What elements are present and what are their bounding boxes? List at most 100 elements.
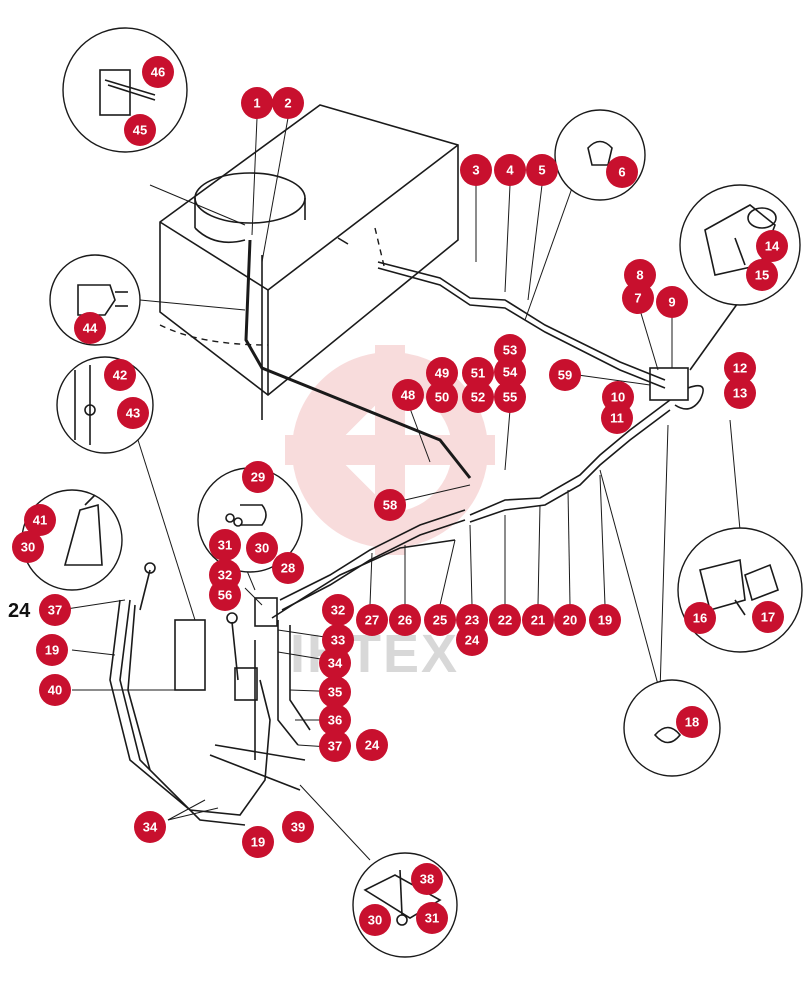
- svg-text:44: 44: [83, 321, 98, 336]
- svg-text:58: 58: [383, 498, 397, 513]
- svg-text:4: 4: [506, 163, 514, 178]
- svg-text:16: 16: [693, 611, 707, 626]
- svg-text:52: 52: [471, 390, 485, 405]
- callout-31-bottom: 31: [416, 902, 448, 934]
- svg-text:37: 37: [48, 603, 62, 618]
- callout-20: 20: [554, 604, 586, 636]
- svg-text:35: 35: [328, 685, 342, 700]
- callout-40: 40: [39, 674, 71, 706]
- svg-text:11: 11: [610, 411, 624, 426]
- svg-text:30: 30: [368, 913, 382, 928]
- svg-text:51: 51: [471, 366, 485, 381]
- callout-55: 55: [494, 381, 526, 413]
- svg-text:18: 18: [685, 715, 699, 730]
- svg-text:59: 59: [558, 368, 572, 383]
- detail-circle-6: [554, 109, 646, 201]
- svg-text:27: 27: [365, 613, 379, 628]
- callout-3: 3: [460, 154, 492, 186]
- detail-circle-18: [623, 679, 721, 777]
- callout-19-right: 19: [589, 604, 621, 636]
- svg-text:22: 22: [498, 613, 512, 628]
- callout-17: 17: [752, 601, 784, 633]
- hydraulic-tank: [159, 104, 459, 397]
- svg-text:39: 39: [291, 820, 305, 835]
- svg-text:55: 55: [503, 390, 517, 405]
- callout-58: 58: [374, 489, 406, 521]
- svg-text:10: 10: [611, 390, 625, 405]
- callout-18: 18: [676, 706, 708, 738]
- callout-1: 1: [241, 87, 273, 119]
- svg-text:30: 30: [21, 540, 35, 555]
- callout-46: 46: [142, 56, 174, 88]
- svg-text:42: 42: [113, 368, 127, 383]
- svg-text:37: 37: [328, 739, 342, 754]
- svg-text:8: 8: [636, 268, 643, 283]
- callout-50: 50: [426, 381, 458, 413]
- callout-12: 12: [724, 352, 756, 384]
- callout-39: 39: [282, 811, 314, 843]
- pipework: [109, 239, 741, 826]
- svg-text:25: 25: [433, 613, 447, 628]
- callout-19-bottom: 19: [242, 826, 274, 858]
- callout-36: 36: [319, 704, 351, 736]
- svg-text:24: 24: [465, 633, 480, 648]
- svg-text:49: 49: [435, 366, 449, 381]
- callout-42: 42: [104, 359, 136, 391]
- svg-text:36: 36: [328, 713, 342, 728]
- svg-text:29: 29: [251, 470, 265, 485]
- svg-text:6: 6: [618, 165, 625, 180]
- callout-38: 38: [411, 863, 443, 895]
- callout-32-right: 32: [322, 594, 354, 626]
- svg-text:32: 32: [331, 603, 345, 618]
- callout-34-bottom: 34: [134, 811, 166, 843]
- callout-30-mid: 30: [246, 532, 278, 564]
- svg-text:34: 34: [328, 656, 343, 671]
- plain-label-24: 24: [8, 600, 31, 622]
- callout-41: 41: [24, 504, 56, 536]
- svg-text:45: 45: [133, 123, 147, 138]
- callout-2: 2: [272, 87, 304, 119]
- callout-16: 16: [684, 602, 716, 634]
- callout-48: 48: [392, 379, 424, 411]
- callout-51: 51: [462, 357, 494, 389]
- callout-34-mid: 34: [319, 647, 351, 679]
- svg-text:33: 33: [331, 633, 345, 648]
- callout-4: 4: [494, 154, 526, 186]
- callout-54: 54: [494, 356, 526, 388]
- svg-text:54: 54: [503, 365, 518, 380]
- svg-text:21: 21: [531, 613, 545, 628]
- detail-circle-44: [49, 254, 141, 346]
- svg-text:23: 23: [465, 613, 479, 628]
- callout-29: 29: [242, 461, 274, 493]
- callout-13: 13: [724, 377, 756, 409]
- callout-19-left: 19: [36, 634, 68, 666]
- watermark: IHTEX: [285, 345, 495, 684]
- svg-text:7: 7: [634, 291, 641, 306]
- callout-14: 14: [756, 230, 788, 262]
- svg-text:26: 26: [398, 613, 412, 628]
- callout-11: 11: [601, 402, 633, 434]
- callout-27: 27: [356, 604, 388, 636]
- svg-text:28: 28: [281, 561, 295, 576]
- callout-59: 59: [549, 359, 581, 391]
- svg-text:41: 41: [33, 513, 47, 528]
- svg-text:13: 13: [733, 386, 747, 401]
- svg-text:19: 19: [251, 835, 265, 850]
- callout-37-mid: 37: [319, 730, 351, 762]
- callout-26: 26: [389, 604, 421, 636]
- callout-21: 21: [522, 604, 554, 636]
- callout-44: 44: [74, 312, 106, 344]
- callout-22: 22: [489, 604, 521, 636]
- svg-text:48: 48: [401, 388, 415, 403]
- callout-15: 15: [746, 259, 778, 291]
- callout-6: 6: [606, 156, 638, 188]
- svg-text:38: 38: [420, 872, 434, 887]
- callout-30-bottom: 30: [359, 904, 391, 936]
- callout-43: 43: [117, 397, 149, 429]
- svg-text:14: 14: [765, 239, 780, 254]
- callout-37-left: 37: [39, 594, 71, 626]
- callout-52: 52: [462, 381, 494, 413]
- svg-text:17: 17: [761, 610, 775, 625]
- callout-7: 7: [622, 282, 654, 314]
